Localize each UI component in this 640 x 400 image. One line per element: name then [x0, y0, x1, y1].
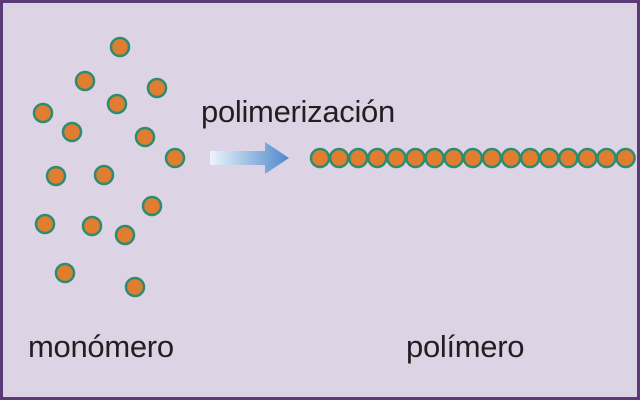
monomer-beads [32, 36, 186, 298]
monomer-bead [81, 215, 103, 237]
monomer-bead [164, 147, 186, 169]
monomer-label: monómero [28, 329, 174, 364]
polymer-bead [615, 147, 636, 169]
monomer-bead [45, 165, 67, 187]
background [3, 3, 637, 397]
polymer-bead [462, 147, 484, 169]
monomer-bead [141, 195, 163, 217]
monomer-bead [61, 121, 83, 143]
polymer-bead [309, 147, 331, 169]
polymer-bead [405, 147, 426, 169]
reaction-arrow-icon [210, 142, 289, 174]
polymer-bead [538, 147, 560, 169]
monomer-bead [74, 70, 96, 92]
monomer-bead [34, 213, 56, 235]
polymer-bead [328, 147, 350, 169]
polymer-bead [386, 147, 407, 169]
polymer-bead [558, 147, 579, 169]
process-label: polimerización [201, 94, 395, 129]
polymer-bead [577, 147, 598, 169]
monomer-bead [114, 224, 136, 246]
polymer-bead [481, 147, 503, 169]
monomer-bead [32, 102, 54, 124]
polymer-bead [367, 147, 388, 169]
monomer-bead [124, 276, 146, 298]
polymer-bead [347, 147, 369, 169]
polymer-bead [443, 147, 464, 169]
monomer-bead [146, 77, 168, 99]
polymer-label: polímero [406, 329, 525, 364]
polymer-bead [500, 147, 522, 169]
polymer-bead [519, 147, 541, 169]
monomer-bead [109, 36, 131, 58]
monomer-bead [54, 262, 76, 284]
monomer-bead [93, 164, 115, 186]
polymer-bead [424, 147, 445, 169]
polymer-chain [309, 147, 636, 169]
polymerization-diagram [3, 3, 637, 397]
polymer-bead [596, 147, 617, 169]
monomer-bead [134, 126, 156, 148]
monomer-bead [106, 93, 128, 115]
